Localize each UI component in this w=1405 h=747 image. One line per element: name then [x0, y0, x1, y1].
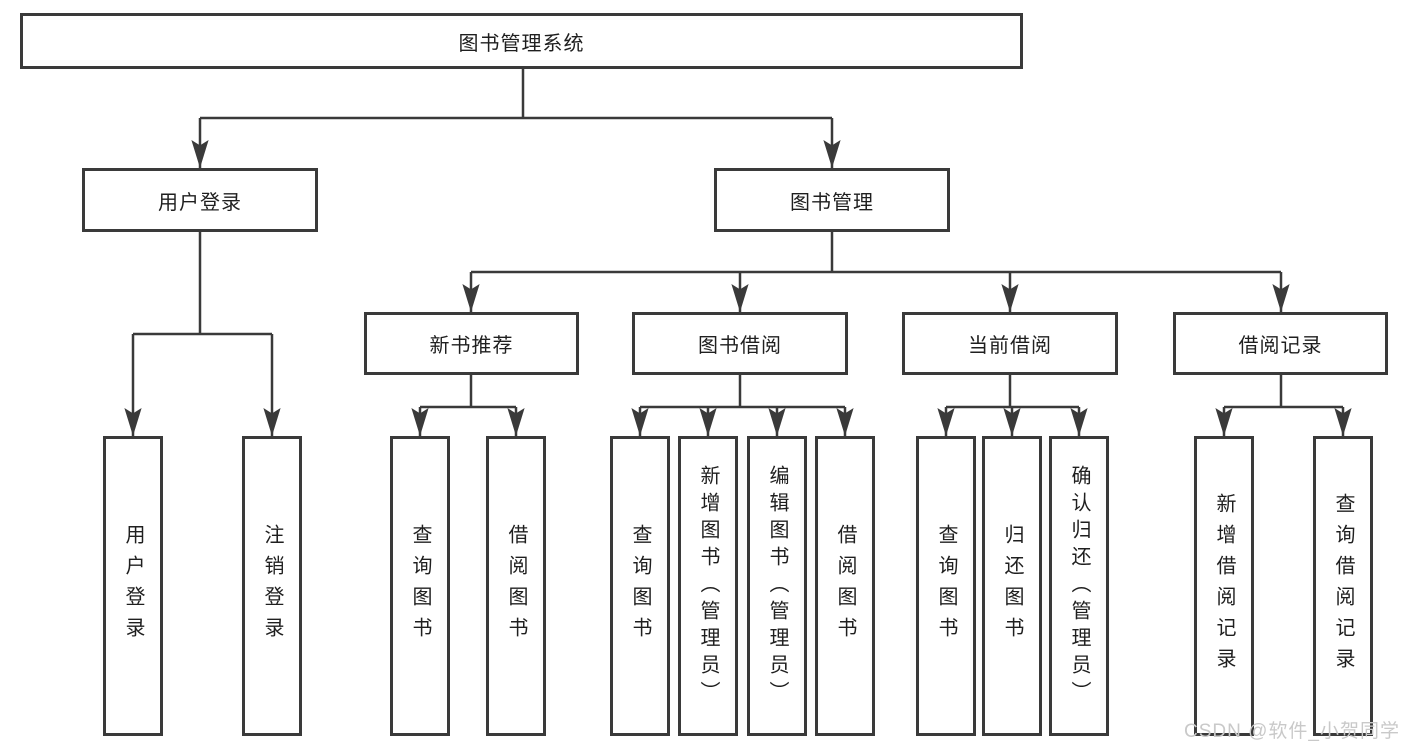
node-label: 查询图书 — [935, 524, 957, 648]
leaf-logout: 注销登录 — [242, 436, 302, 736]
connector-borrow-record-rail — [1224, 375, 1343, 409]
leaf-confirm-return-admin: 确认归还（管理员） — [1049, 436, 1109, 736]
leaf-add-book-admin: 新增图书（管理员） — [678, 436, 738, 736]
leaf-query-books-2: 查询图书 — [610, 436, 670, 736]
connector-root-rail — [200, 69, 832, 120]
node-label: 用户登录 — [158, 191, 242, 214]
node-label: 图书管理系统 — [458, 32, 585, 55]
csdn-watermark: CSDN @软件_小贺同学 — [1184, 721, 1400, 742]
node-user-login: 用户登录 — [82, 168, 318, 232]
node-current-borrowing: 当前借阅 — [902, 312, 1118, 375]
connector-current-borrow-rail — [946, 375, 1079, 409]
node-label: 新增图书（管理员） — [697, 464, 719, 708]
leaf-borrow-books-1: 借阅图书 — [486, 436, 546, 736]
node-label: 新书推荐 — [429, 335, 514, 357]
node-label: 注销登录 — [261, 524, 283, 648]
node-label: 归还图书 — [1001, 524, 1023, 648]
node-label: 图书管理 — [790, 191, 874, 214]
node-label: 查询图书 — [629, 524, 651, 648]
leaf-user-login: 用户登录 — [103, 436, 163, 736]
node-label: 当前借阅 — [968, 335, 1052, 357]
node-label: 用户登录 — [122, 524, 144, 648]
leaf-query-books-1: 查询图书 — [390, 436, 450, 736]
node-label: 借阅图书 — [834, 524, 856, 648]
node-label: 查询借阅记录 — [1332, 493, 1354, 679]
node-label: 借阅记录 — [1238, 335, 1323, 357]
node-root-system: 图书管理系统 — [20, 13, 1023, 69]
leaf-edit-book-admin: 编辑图书（管理员） — [747, 436, 807, 736]
connector-book-mgmt-rail — [471, 232, 1281, 274]
connector-user-login-rail — [133, 232, 272, 336]
connector-new-book-rail — [420, 375, 516, 409]
node-label: 确认归还（管理员） — [1068, 464, 1090, 708]
leaf-query-borrow-record: 查询借阅记录 — [1313, 436, 1373, 736]
node-label: 图书借阅 — [698, 335, 782, 357]
leaf-borrow-books-2: 借阅图书 — [815, 436, 875, 736]
node-book-management: 图书管理 — [714, 168, 950, 232]
connector-book-borrow-rail — [640, 375, 845, 409]
node-book-borrowing: 图书借阅 — [632, 312, 848, 375]
node-new-book-recommendation: 新书推荐 — [364, 312, 579, 375]
node-label: 新增借阅记录 — [1213, 493, 1235, 679]
node-borrowing-records: 借阅记录 — [1173, 312, 1388, 375]
node-label: 编辑图书（管理员） — [766, 464, 788, 708]
leaf-query-books-3: 查询图书 — [916, 436, 976, 736]
node-label: 借阅图书 — [505, 524, 527, 648]
leaf-return-book: 归还图书 — [982, 436, 1042, 736]
node-label: 查询图书 — [409, 524, 431, 648]
leaf-add-borrow-record: 新增借阅记录 — [1194, 436, 1254, 736]
